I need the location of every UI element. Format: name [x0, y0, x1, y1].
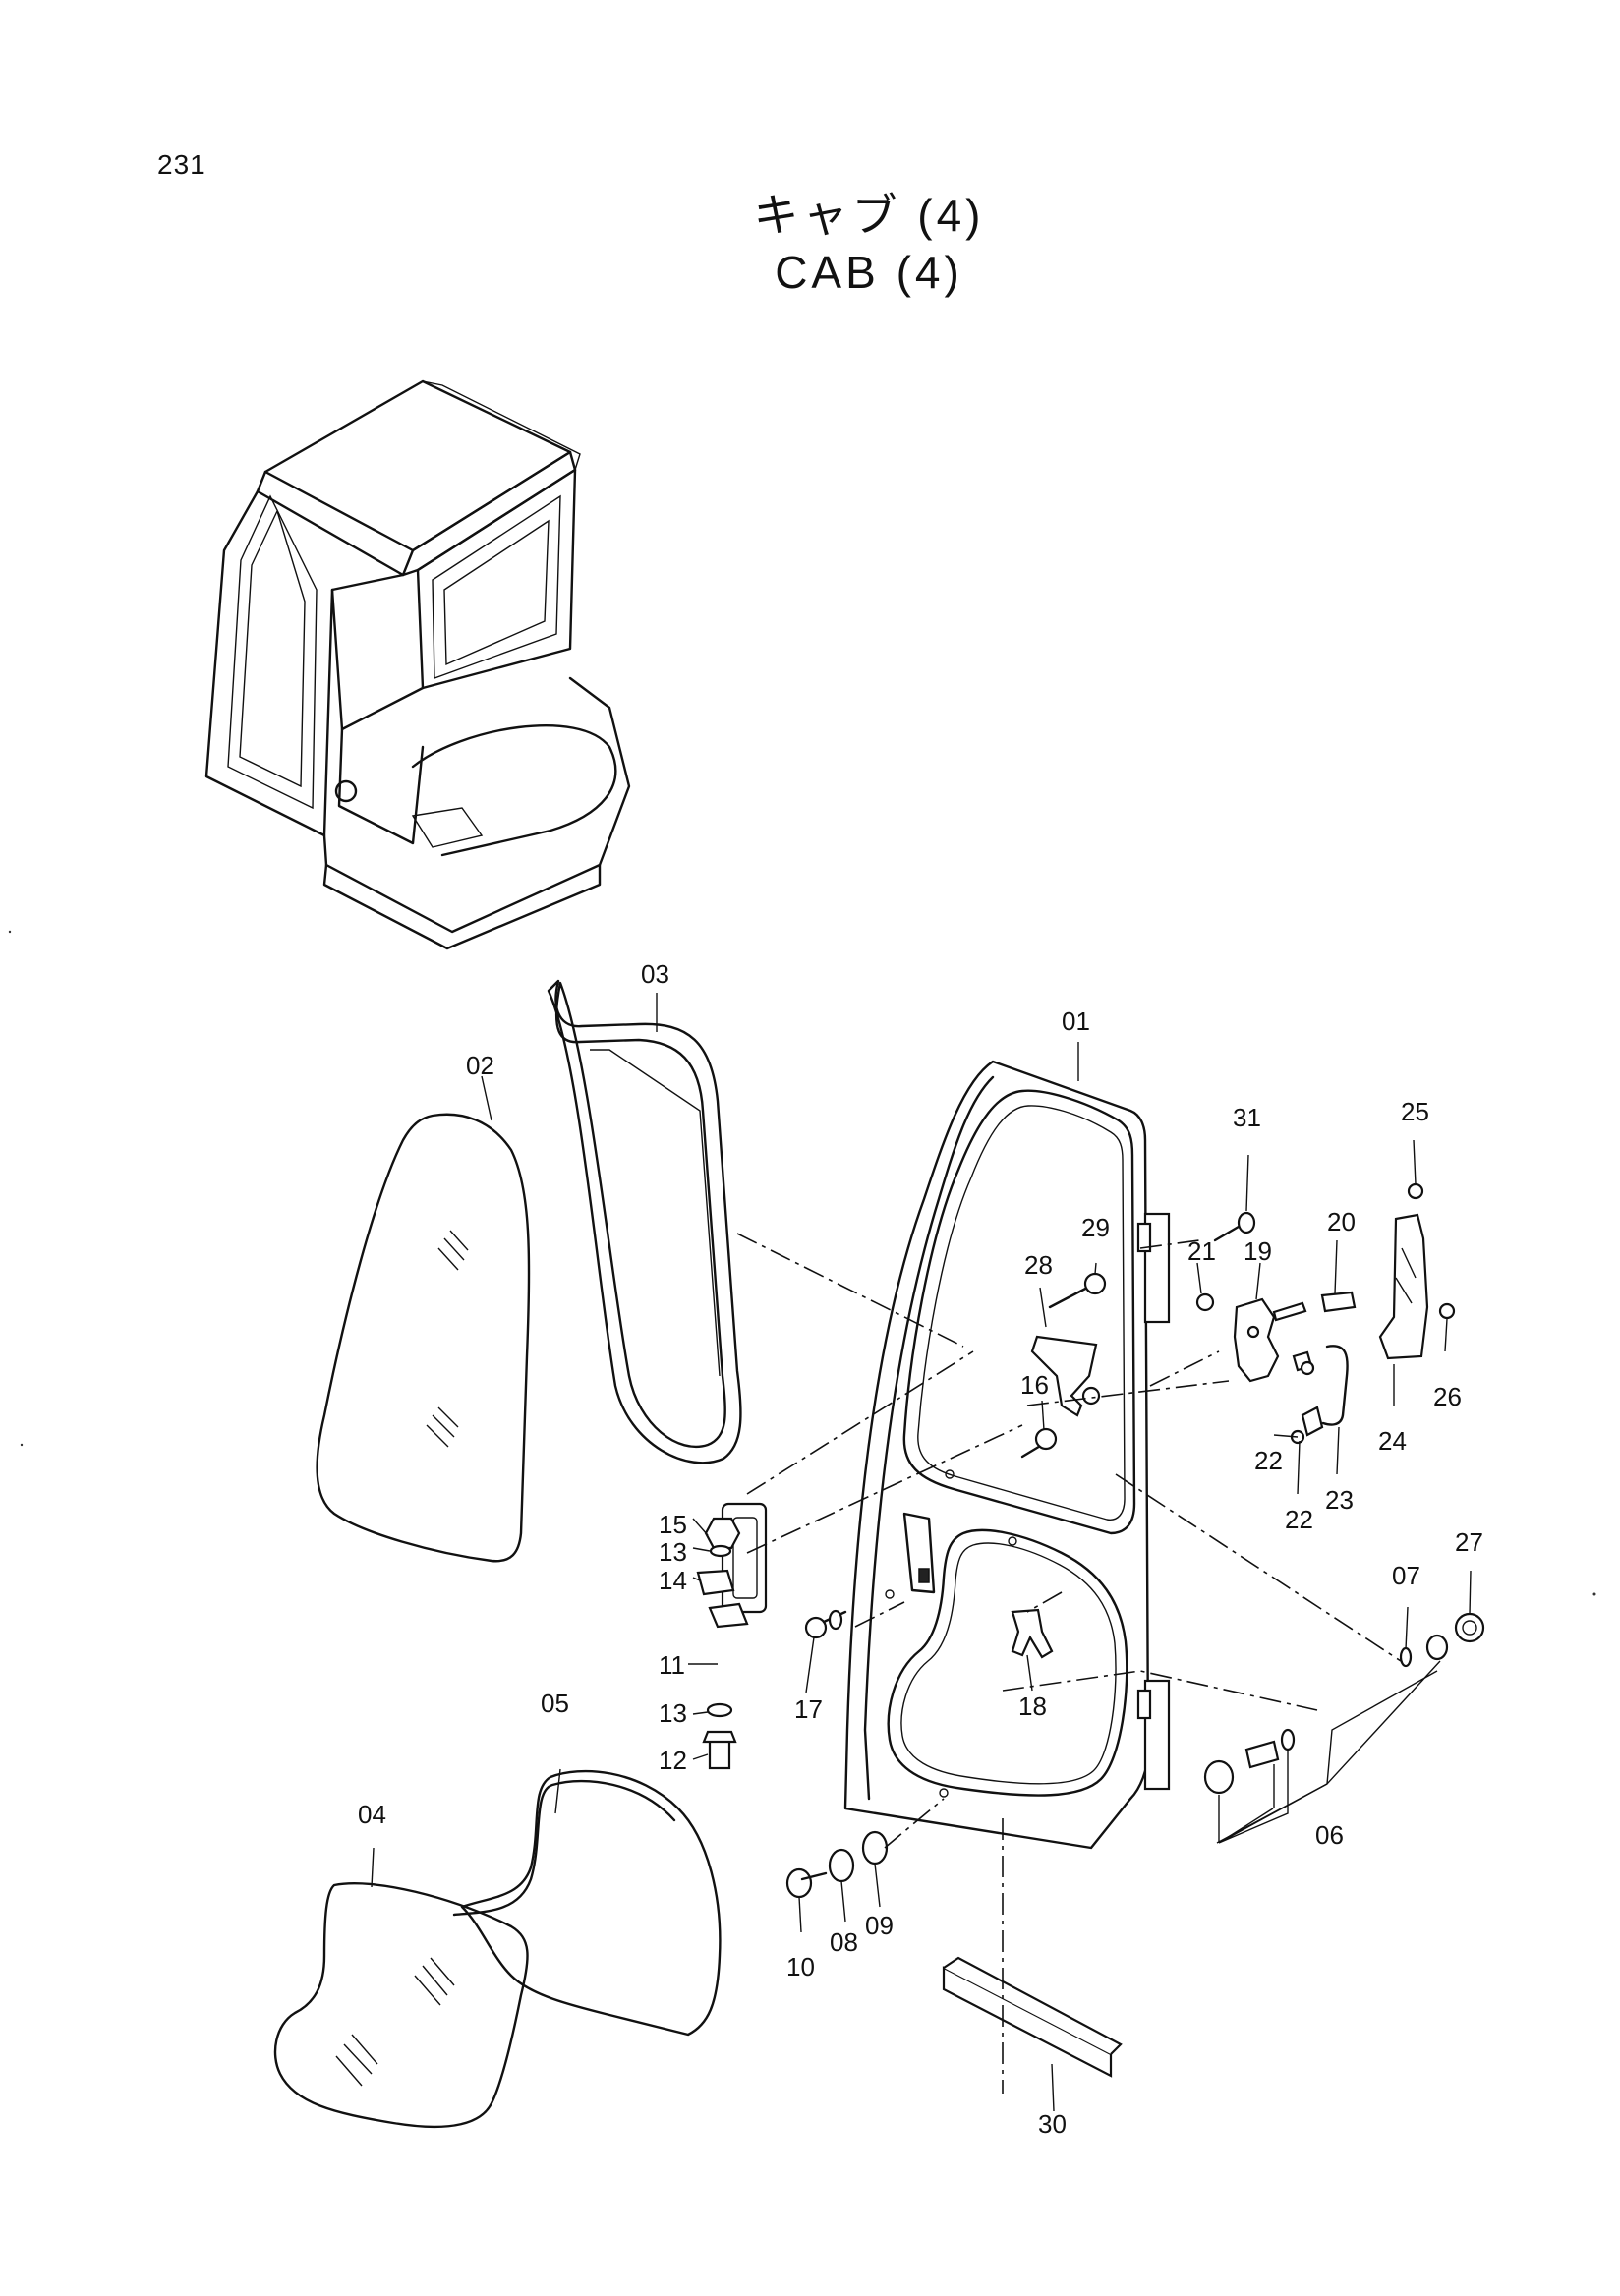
page-number: 231: [157, 149, 206, 180]
assembly-lines: [736, 1233, 1402, 2094]
page-title-english: CAB (4): [775, 247, 963, 298]
leader-lines: [371, 993, 1472, 2112]
rubber-stop-parts: [1203, 1612, 1485, 1795]
callout-14: 14: [659, 1566, 687, 1595]
callout-13-second: 13: [659, 1698, 687, 1728]
latch-parts-group: [1195, 1182, 1456, 1445]
part-01-door-frame: [843, 1060, 1171, 1850]
callout-22-second: 22: [1285, 1505, 1313, 1534]
callout-27: 27: [1455, 1527, 1483, 1557]
callout-18: 18: [1018, 1692, 1047, 1721]
part-18-bracket: [1011, 1608, 1054, 1659]
callout-08: 08: [830, 1927, 858, 1957]
callout-03: 03: [641, 959, 669, 989]
callout-28: 28: [1024, 1250, 1053, 1280]
callout-02: 02: [466, 1051, 494, 1080]
callout-10: 10: [786, 1952, 815, 1981]
callout-labels: 03 02 01 31 25 29 20 21 19 28 26 16 24 2…: [358, 959, 1483, 2139]
callout-13: 13: [659, 1537, 687, 1567]
page-title-japanese: キャブ (4): [753, 190, 985, 241]
callout-17: 17: [794, 1694, 823, 1724]
callout-24: 24: [1378, 1426, 1407, 1456]
callout-05: 05: [541, 1689, 569, 1718]
door-hardware-parts: [804, 1272, 1107, 1639]
callout-29: 29: [1081, 1213, 1110, 1242]
callout-15: 15: [659, 1510, 687, 1539]
callout-09: 09: [865, 1911, 894, 1940]
callout-30: 30: [1038, 2109, 1067, 2139]
title-block: キャブ (4) CAB (4): [0, 187, 1620, 301]
callout-12: 12: [659, 1746, 687, 1775]
cab-overview-illustration: [204, 379, 631, 950]
callout-06: 06: [1315, 1820, 1344, 1850]
callout-19: 19: [1244, 1236, 1272, 1266]
handle-parts-group: [696, 1502, 768, 1770]
callout-16: 16: [1020, 1370, 1049, 1400]
callout-26: 26: [1433, 1382, 1462, 1411]
part-03-window-seal: [547, 979, 742, 1464]
callout-20: 20: [1327, 1207, 1356, 1236]
callout-11: 11: [659, 1650, 685, 1680]
part-02-upper-glass: [316, 1113, 531, 1563]
callout-04: 04: [358, 1800, 386, 1829]
part-05-lower-seal: [452, 1769, 722, 2037]
callout-31: 31: [1233, 1103, 1261, 1132]
part-04-lower-glass: [273, 1882, 529, 2129]
callout-07: 07: [1392, 1561, 1420, 1590]
bottom-bumper-parts: [785, 1830, 889, 1899]
callout-23: 23: [1325, 1485, 1354, 1515]
scan-specks: [8, 930, 1596, 1596]
callout-22: 22: [1254, 1446, 1283, 1475]
part-30-strip: [942, 1956, 1123, 2078]
callout-25: 25: [1401, 1097, 1429, 1126]
callout-01: 01: [1062, 1006, 1090, 1036]
callout-21: 21: [1187, 1236, 1216, 1266]
